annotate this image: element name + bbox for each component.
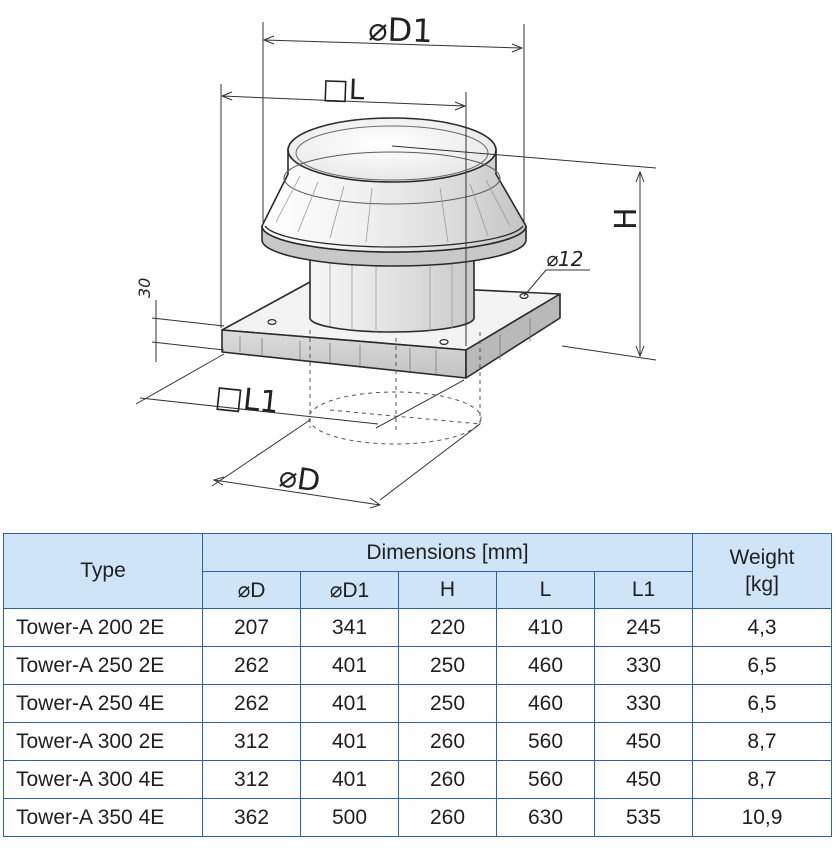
cell-weight: 8,7: [692, 722, 832, 761]
cell-d: 262: [202, 646, 301, 685]
dimension-labels: ⌀D1 □L H ⌀12 30 □L1 ⌀D: [135, 10, 644, 500]
label-d: ⌀D: [277, 459, 323, 499]
cell-d1: 500: [300, 798, 399, 837]
table-row: Tower-A 250 4E 262 401 250 460 330 6,5: [3, 684, 832, 723]
neck-cylinder: [309, 249, 475, 333]
cell-d1: 341: [300, 608, 399, 647]
table-row: Tower-A 200 2E 207 341 220 410 245 4,3: [3, 608, 832, 647]
cell-l1: 450: [594, 722, 693, 761]
cell-d1: 401: [300, 646, 399, 685]
cell-d: 362: [202, 798, 301, 837]
cell-weight: 8,7: [692, 760, 832, 799]
cell-weight: 10,9: [692, 798, 832, 837]
dimensions-table: Type Dimensions [mm] Weight [kg] ⌀D ⌀D1 …: [3, 533, 832, 837]
cell-l: 460: [496, 684, 595, 723]
cell-d: 312: [202, 760, 301, 799]
table-row: Tower-A 300 4E 312 401 260 560 450 8,7: [3, 760, 832, 799]
cell-l: 560: [496, 722, 595, 761]
cell-l1: 330: [594, 684, 693, 723]
cell-h: 250: [398, 646, 497, 685]
cell-l1: 535: [594, 798, 693, 837]
cell-d: 262: [202, 684, 301, 723]
cell-d1: 401: [300, 760, 399, 799]
cell-type: Tower-A 250 4E: [3, 684, 203, 723]
header-col-l1: L1: [594, 571, 693, 609]
cell-d: 312: [202, 722, 301, 761]
header-weight: Weight [kg]: [692, 533, 832, 609]
cell-d1: 401: [300, 722, 399, 761]
duct-projection: [308, 330, 482, 445]
header-weight-label: Weight: [729, 546, 795, 569]
cell-type: Tower-A 250 2E: [3, 646, 203, 685]
table-row: Tower-A 350 4E 362 500 260 630 535 10,9: [3, 798, 832, 837]
fan-hood: [261, 117, 527, 267]
cell-type: Tower-A 350 4E: [3, 798, 203, 837]
cell-type: Tower-A 300 4E: [3, 760, 203, 799]
cell-h: 260: [398, 798, 497, 837]
cell-l: 630: [496, 798, 595, 837]
cell-weight: 4,3: [692, 608, 832, 647]
cell-l1: 330: [594, 646, 693, 685]
roof-fan-drawing-svg: ⌀D1 □L H ⌀12 30 □L1 ⌀D: [135, 10, 657, 509]
header-col-h: H: [398, 571, 497, 609]
cell-d1: 401: [300, 684, 399, 723]
cell-l: 460: [496, 646, 595, 685]
label-d1: ⌀D1: [368, 10, 434, 50]
cell-type: Tower-A 200 2E: [3, 608, 203, 647]
dimension-lines: [135, 22, 657, 509]
label-l1: □L1: [213, 379, 280, 421]
technical-drawing: ⌀D1 □L H ⌀12 30 □L1 ⌀D: [135, 10, 657, 509]
header-col-l: L: [496, 571, 595, 609]
cell-weight: 6,5: [692, 684, 832, 723]
header-col-d: ⌀D: [202, 571, 301, 609]
table-row: Tower-A 300 2E 312 401 260 560 450 8,7: [3, 722, 832, 761]
header-weight-unit: [kg]: [745, 573, 779, 596]
label-hole: ⌀12: [546, 247, 584, 271]
cell-h: 260: [398, 722, 497, 761]
cell-l1: 245: [594, 608, 693, 647]
header-col-d1: ⌀D1: [300, 571, 399, 609]
cell-d: 207: [202, 608, 301, 647]
cell-type: Tower-A 300 2E: [3, 722, 203, 761]
label-l: □L: [322, 72, 366, 106]
cell-l1: 450: [594, 760, 693, 799]
header-type: Type: [3, 533, 203, 609]
cell-l: 410: [496, 608, 595, 647]
header-dimensions: Dimensions [mm]: [202, 533, 693, 572]
cell-weight: 6,5: [692, 646, 832, 685]
label-h: H: [609, 207, 644, 230]
cell-h: 260: [398, 760, 497, 799]
cell-h: 250: [398, 684, 497, 723]
cell-l: 560: [496, 760, 595, 799]
label-thickness: 30: [135, 278, 154, 298]
table-row: Tower-A 250 2E 262 401 250 460 330 6,5: [3, 646, 832, 685]
cell-h: 220: [398, 608, 497, 647]
